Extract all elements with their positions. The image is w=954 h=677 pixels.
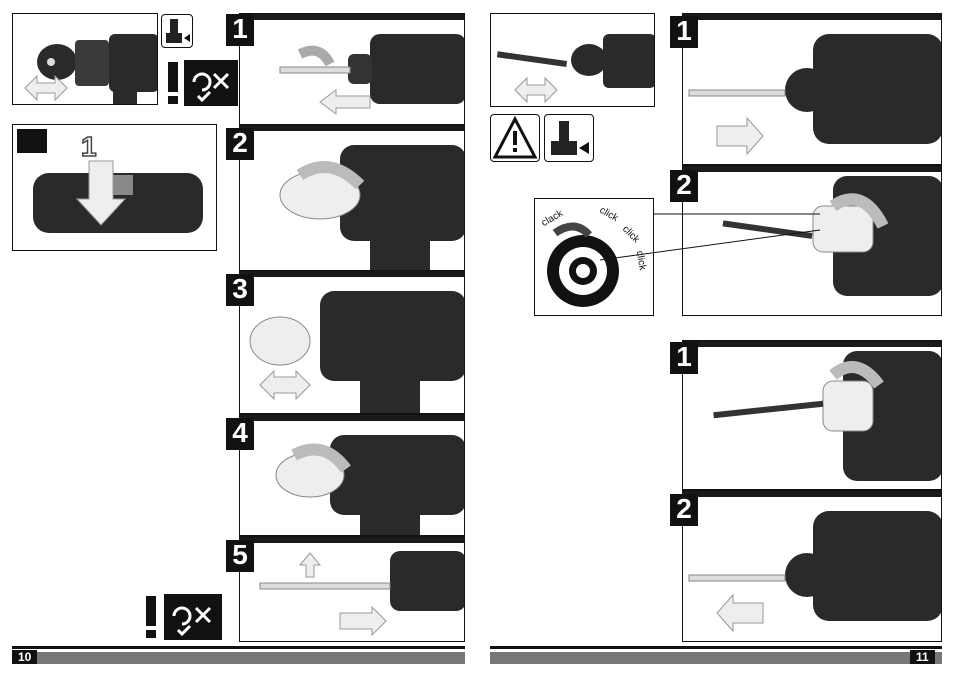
drill-illustration (240, 271, 465, 414)
remove-step-number-1: 1 (670, 342, 698, 374)
chuck-locking-detail-panel: clack click click click (534, 198, 654, 316)
bit-overview-panel (490, 13, 655, 107)
drill-illustration (240, 14, 465, 125)
step-number-4: 4 (226, 418, 254, 450)
insert-step-2-panel (682, 165, 942, 316)
step-number-2: 2 (226, 128, 254, 160)
footer-bar (490, 652, 942, 664)
step-number-5: 5 (226, 540, 254, 572)
arrow-left-right-icon (23, 74, 69, 102)
step-number-1: 1 (226, 14, 254, 46)
step-3-panel (239, 270, 465, 414)
drill-illustration (240, 125, 465, 274)
drill-illustration (683, 491, 942, 642)
step-number-3: 3 (226, 274, 254, 306)
remove-step-2-panel (682, 490, 942, 642)
remove-battery-icon (161, 14, 193, 48)
insert-step-number-2: 2 (670, 170, 698, 202)
footer-rule (12, 646, 465, 649)
hand-pointer-icon (17, 129, 47, 153)
remove-step-number-2: 2 (670, 494, 698, 526)
rotation-warning-icon (168, 60, 240, 106)
warning-triangle-icon (490, 114, 540, 162)
footer-bar (12, 652, 465, 664)
step-4-panel (239, 414, 465, 536)
drill-illustration (683, 341, 942, 490)
step-1-panel (239, 13, 465, 125)
sub-step-number: 1 (81, 131, 97, 163)
insert-step-1-panel (682, 13, 942, 165)
insert-step-number-1: 1 (670, 16, 698, 48)
rotation-warning-icon (146, 594, 224, 640)
remove-step-1-panel (682, 340, 942, 490)
drill-illustration (240, 415, 465, 536)
page-number-right: 11 (910, 650, 935, 664)
arrow-left-right-icon (513, 76, 559, 104)
footer-rule (490, 646, 942, 649)
chuck-removal-overview-panel (12, 13, 158, 105)
battery-check-panel: 1 (12, 124, 217, 251)
step-2-panel (239, 124, 465, 274)
drill-illustration (683, 14, 942, 165)
remove-battery-icon (544, 114, 594, 162)
page-number-left: 10 (12, 650, 37, 664)
step-5-panel (239, 536, 465, 642)
drill-illustration (240, 537, 465, 642)
drill-illustration (683, 166, 942, 316)
